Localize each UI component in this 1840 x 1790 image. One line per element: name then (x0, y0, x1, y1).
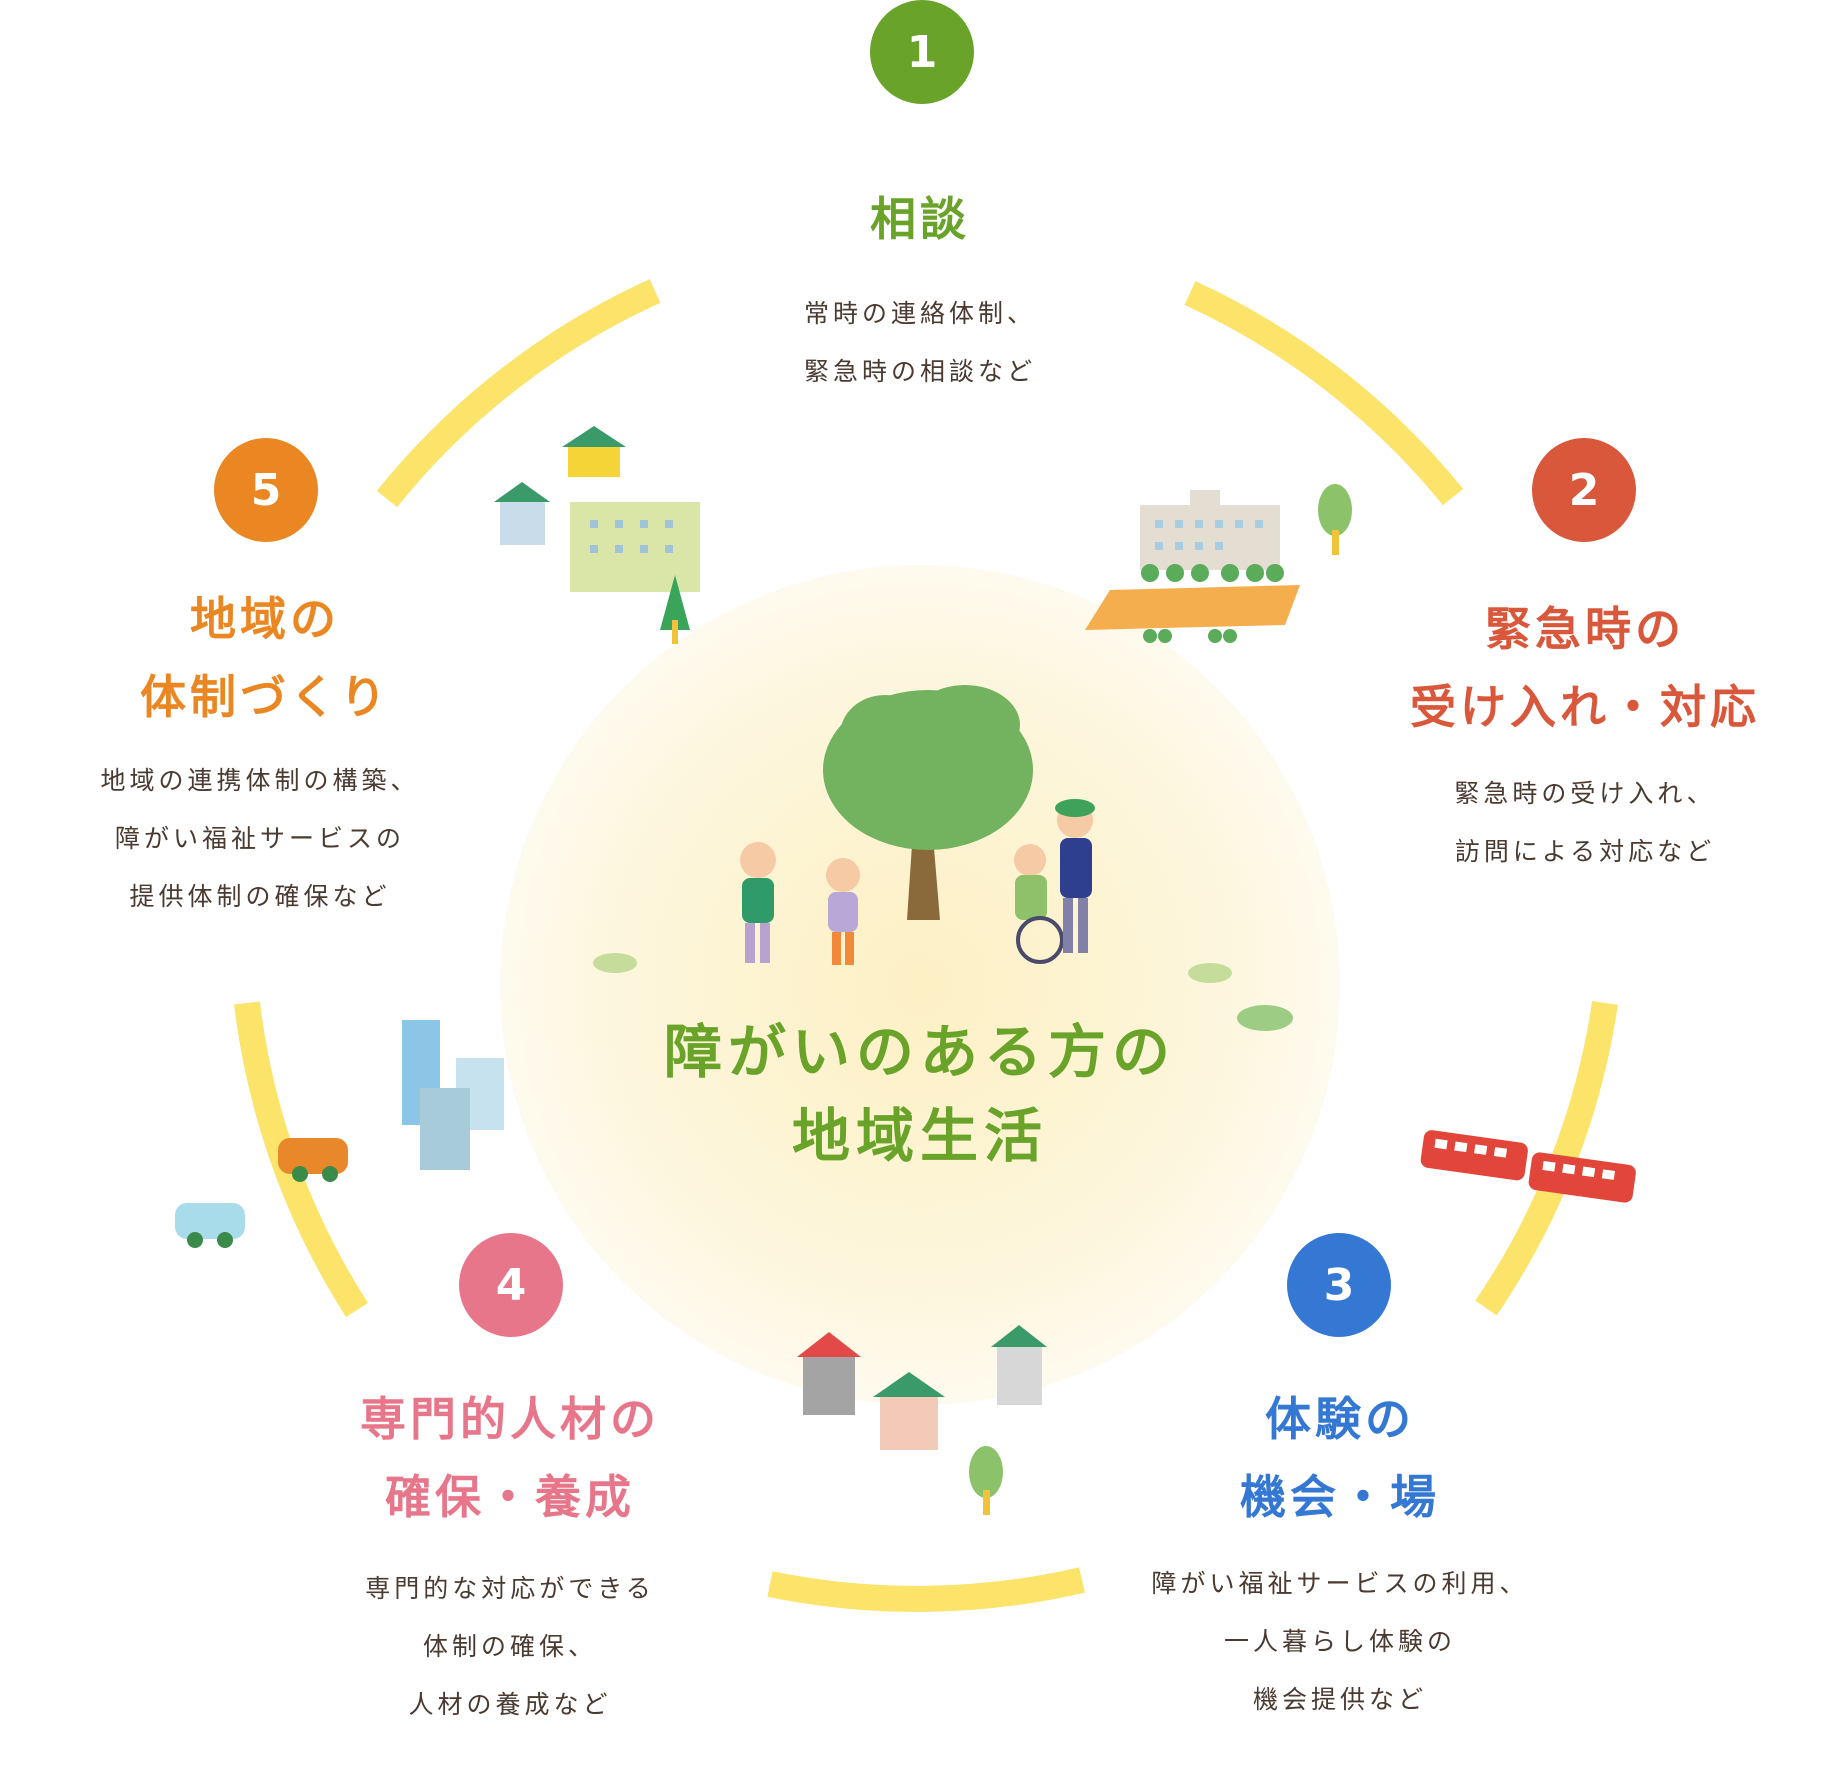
houses-icon (797, 1325, 1047, 1515)
item-title-4: 専門的人材の 確保・養成 (310, 1380, 710, 1536)
item-title-3-line-2: 機会・場 (1240, 1470, 1440, 1524)
item-title-4-line-1: 専門的人材の (360, 1392, 660, 1446)
item-desc-3-line-3: 機会提供など (1252, 1685, 1427, 1714)
item-title-5: 地域の 体制づくり (80, 580, 450, 736)
item-desc-4-line-3: 人材の養成など (408, 1690, 612, 1719)
center-title-line-1: 障がいのある方の (663, 1018, 1176, 1086)
item-desc-5-line-2: 障がい福祉サービスの (114, 824, 405, 853)
train-icon (1420, 1130, 1636, 1203)
tree-and-people-icon (593, 685, 1293, 1031)
item-desc-2-line-1: 緊急時の受け入れ、 (1454, 779, 1716, 808)
ring-arc-bottom (767, 1567, 1085, 1612)
ring-arc-top-left (376, 279, 661, 508)
houses-and-apartment-icon (494, 426, 700, 644)
item-desc-2-line-2: 訪問による対応など (1454, 837, 1716, 866)
number-badge-3: 3 (1287, 1233, 1391, 1337)
number-badge-1: 1 (870, 0, 974, 104)
ring-arc-top-right (1184, 281, 1464, 506)
item-title-3-line-1: 体験の (1265, 1392, 1415, 1446)
item-title-1-line-1: 相談 (870, 192, 970, 246)
hospital-building-icon (1085, 484, 1352, 643)
item-desc-4-line-2: 体制の確保、 (422, 1632, 597, 1661)
item-desc-4-line-1: 専門的な対応ができる (365, 1574, 655, 1603)
item-desc-3: 障がい福祉サービスの利用、 一人暮らし体験の 機会提供など (1080, 1555, 1600, 1729)
center-title-line-2: 地域生活 (791, 1102, 1048, 1170)
item-desc-4: 専門的な対応ができる 体制の確保、 人材の養成など (290, 1560, 730, 1734)
item-desc-5-line-1: 地域の連携体制の構築、 (100, 766, 420, 795)
item-desc-1-line-1: 常時の連絡体制、 (803, 299, 1036, 328)
item-desc-5-line-3: 提供体制の確保など (129, 882, 391, 911)
number-badge-4: 4 (459, 1233, 563, 1337)
item-title-5-line-1: 地域の (190, 592, 340, 646)
center-title: 障がいのある方の 地域生活 (520, 1010, 1320, 1178)
item-title-2-line-2: 受け入れ・対応 (1410, 680, 1760, 734)
item-title-2: 緊急時の 受け入れ・対応 (1340, 590, 1830, 746)
item-desc-3-line-2: 一人暮らし体験の (1223, 1627, 1456, 1656)
item-desc-2: 緊急時の受け入れ、 訪問による対応など (1340, 765, 1830, 881)
item-title-4-line-2: 確保・養成 (385, 1470, 635, 1524)
item-desc-3-line-1: 障がい福祉サービスの利用、 (1151, 1569, 1529, 1598)
item-title-3: 体験の 機会・場 (1140, 1380, 1540, 1536)
item-desc-5: 地域の連携体制の構築、 障がい福祉サービスの 提供体制の確保など (40, 752, 480, 926)
item-title-1: 相談 (720, 185, 1120, 254)
center-glow (500, 565, 1340, 1405)
buildings-and-cars-icon (175, 1020, 504, 1248)
item-desc-1-line-2: 緊急時の相談など (803, 357, 1036, 386)
item-desc-1: 常時の連絡体制、 緊急時の相談など (660, 285, 1180, 401)
item-title-2-line-1: 緊急時の (1485, 602, 1685, 656)
number-badge-2: 2 (1532, 438, 1636, 542)
item-title-5-line-2: 体制づくり (140, 670, 390, 724)
number-badge-5: 5 (214, 438, 318, 542)
